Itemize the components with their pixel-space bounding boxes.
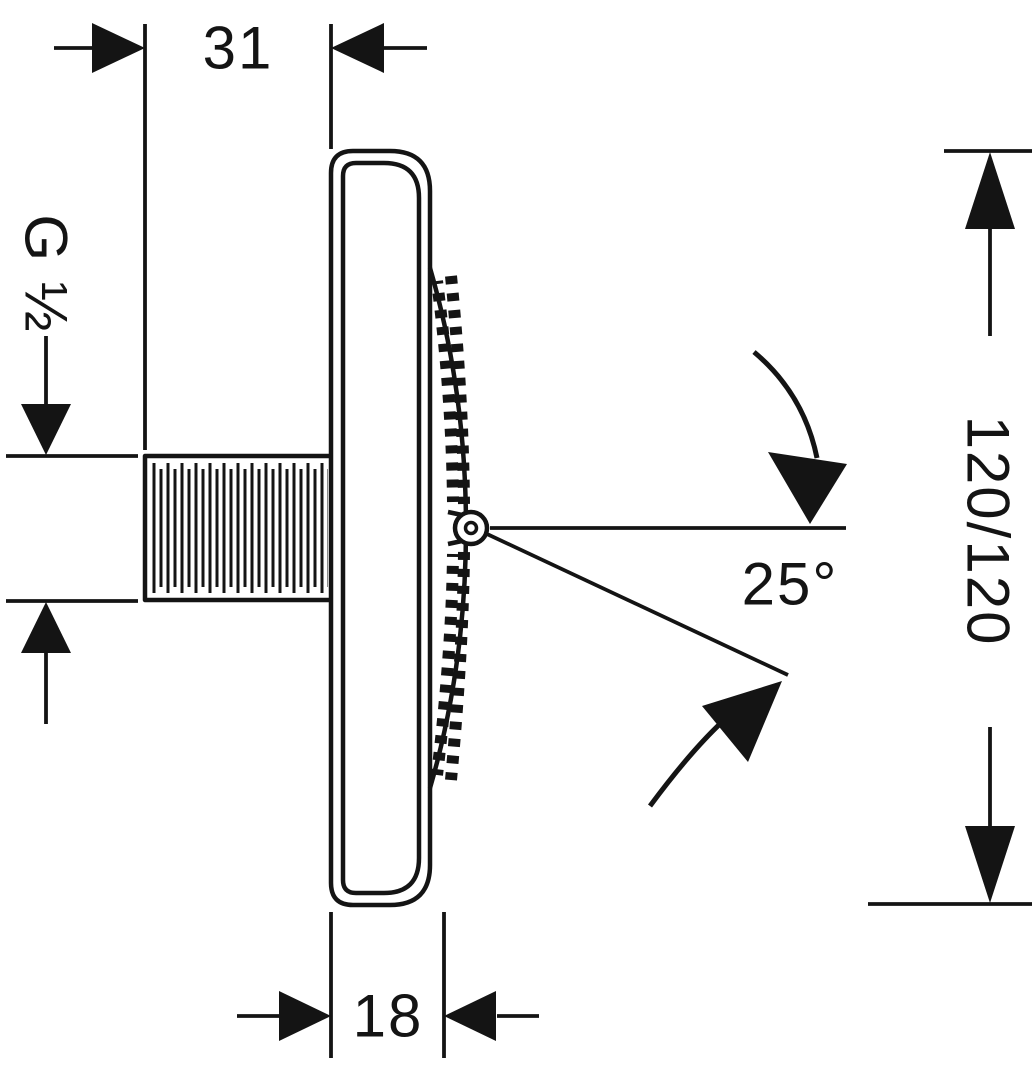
thread-texture	[150, 460, 328, 596]
dimension-projection: 31	[54, 15, 427, 450]
nozzle-band-lower-outer	[445, 551, 470, 781]
angle-arc-lower	[647, 720, 724, 808]
depth-label: 18	[353, 983, 424, 1050]
angle-tilted-line	[486, 532, 789, 677]
angle-arc-upper	[752, 350, 820, 459]
nozzle-center-hole	[463, 520, 479, 536]
dim-arrowhead-up-icon	[21, 602, 71, 653]
nozzle-band-upper-inner	[431, 280, 459, 503]
angle-label: 25°	[742, 551, 839, 618]
dim-arrowhead-right-icon	[279, 991, 331, 1041]
dim-arrowhead-up-icon	[965, 152, 1015, 229]
dim-arrowhead-down-icon	[21, 404, 71, 455]
body-inner-contour	[340, 160, 422, 896]
projection-label: 31	[203, 15, 274, 82]
height-label: 120/120	[955, 416, 1022, 647]
dimension-depth: 18	[237, 912, 539, 1058]
center-nozzle	[447, 509, 490, 547]
nozzle-band-lower-inner	[431, 553, 459, 776]
dim-arrowhead-down-icon	[965, 826, 1015, 903]
dim-arrowhead-left-icon	[331, 23, 384, 73]
dimension-height: 120/120	[868, 149, 1032, 906]
nozzle-texture	[431, 275, 470, 781]
angle-arrowhead-up-icon	[702, 681, 782, 762]
dimension-thread: G ½	[6, 214, 138, 724]
nozzle-knob	[452, 509, 490, 547]
threaded-connector	[142, 453, 336, 603]
thread-label: G ½	[13, 214, 80, 333]
angle-arrowhead-down-icon	[768, 452, 847, 524]
dim-arrowhead-right-icon	[92, 23, 145, 73]
angle-annotation: 25°	[486, 350, 847, 808]
shower-body	[328, 148, 490, 908]
body-outer-profile	[328, 148, 433, 908]
dim-arrowhead-left-icon	[444, 991, 496, 1041]
